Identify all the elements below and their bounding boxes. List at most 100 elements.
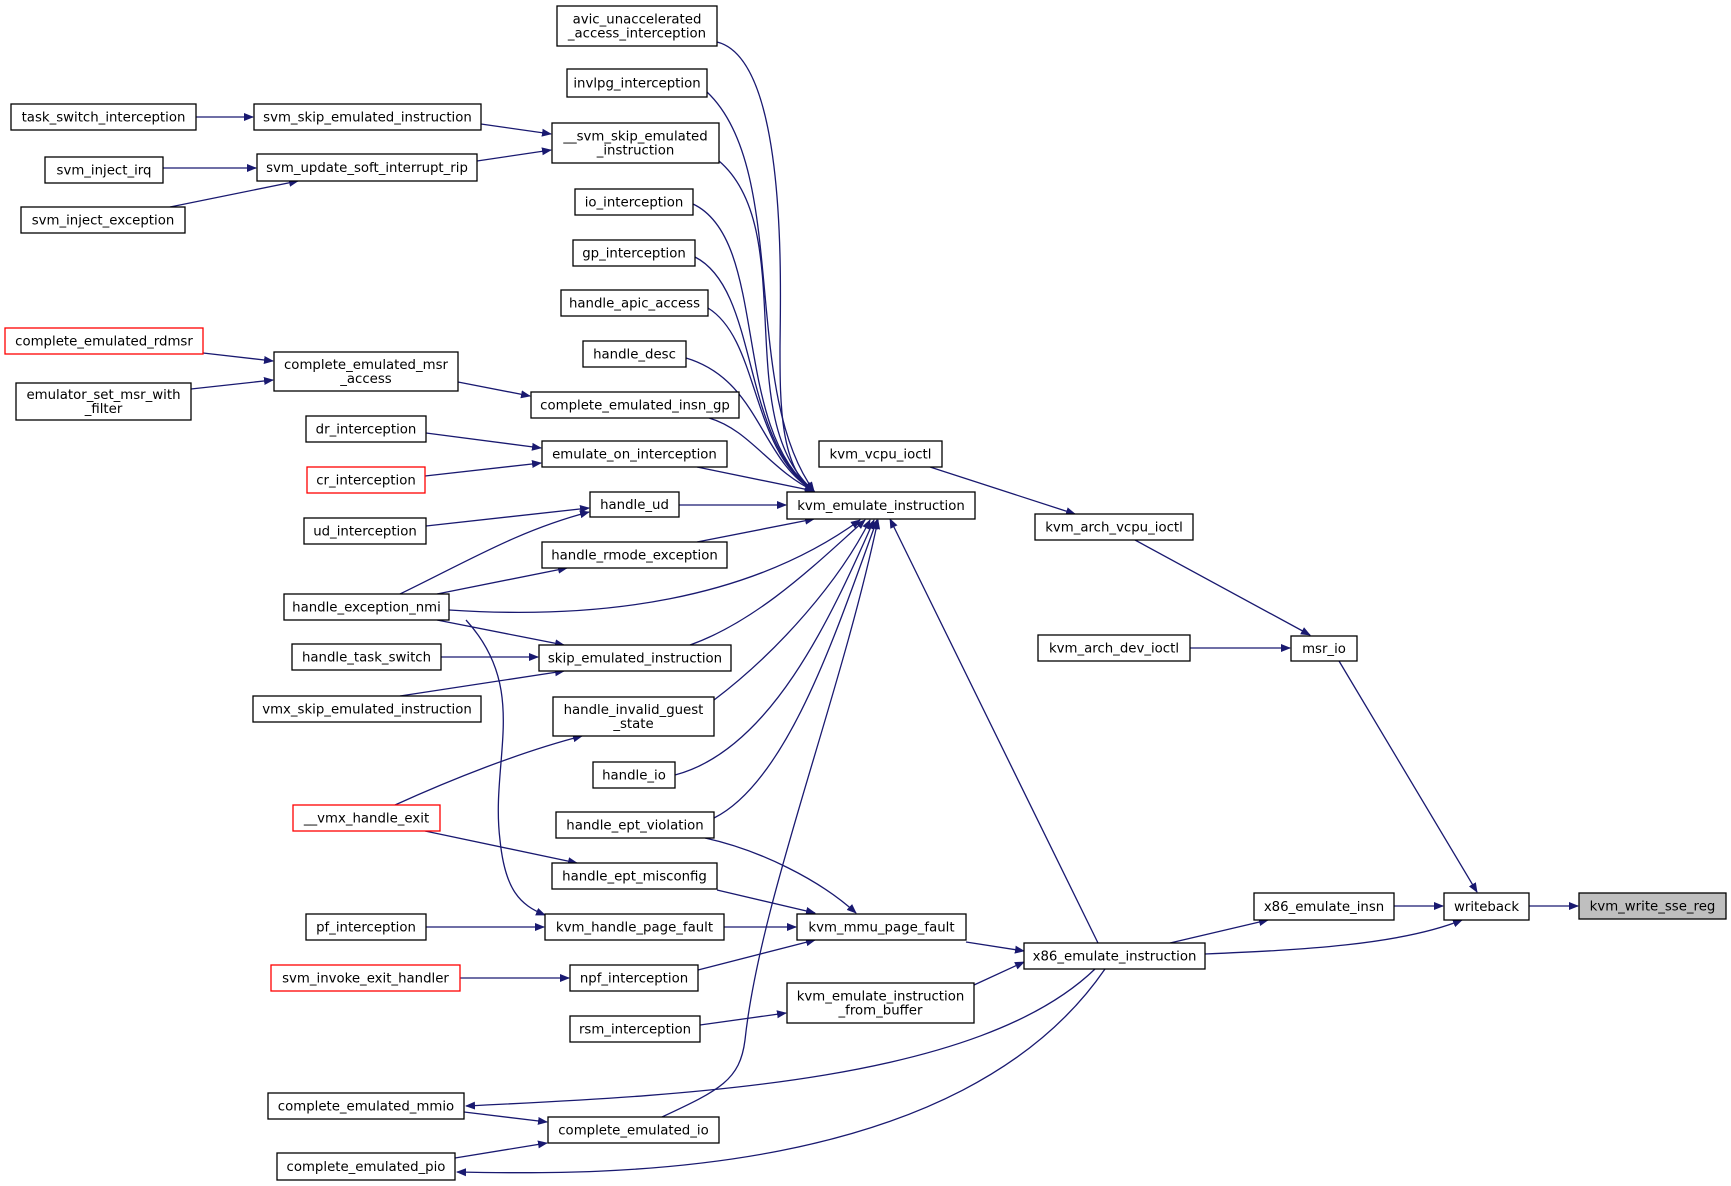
- node-box: [560, 289, 709, 317]
- node-kvm-arch-vcpu-ioctl[interactable]: kvm_arch_vcpu_ioctl: [1034, 513, 1194, 541]
- node-label: handle_task_switch: [302, 651, 431, 666]
- node-x86-emulate-insn[interactable]: x86_emulate_insn: [1253, 892, 1395, 921]
- node-handle-exception-nmi[interactable]: handle_exception_nmi: [283, 593, 450, 621]
- node-svm-inject-exception[interactable]: svm_inject_exception: [20, 206, 186, 234]
- node-label: kvm_arch_vcpu_ioctl: [1045, 521, 1183, 536]
- node-label: ud_interception: [313, 525, 417, 540]
- node-label: gp_interception: [582, 247, 686, 262]
- node-rsm-interception[interactable]: rsm_interception: [569, 1015, 701, 1043]
- node-box: [270, 964, 461, 992]
- node-box: [305, 913, 427, 941]
- node-svm-skip-emulated-instruction[interactable]: svm_skip_emulated_instruction: [253, 103, 482, 131]
- node-label: kvm_emulate_instruction: [797, 990, 965, 1005]
- node-label: _instruction: [596, 144, 675, 159]
- node-handle-io[interactable]: handle_io: [592, 761, 676, 789]
- node-box: [569, 1015, 701, 1043]
- node-vmx-skip-emulated-instruction[interactable]: vmx_skip_emulated_instruction: [252, 695, 482, 723]
- node-label: complete_emulated_io: [558, 1124, 708, 1139]
- node-box: [4, 327, 204, 355]
- node-emulator-set-msr-with-filter[interactable]: emulator_set_msr_with_filter: [15, 382, 192, 421]
- edge-skip_emulated_instruction-to-kvm_emulate_instruction: [689, 519, 866, 646]
- node-complete-emulated-msr-access[interactable]: complete_emulated_msr_access: [273, 351, 459, 392]
- node-box: [44, 156, 164, 184]
- node-box: [305, 415, 427, 443]
- node-box: [566, 68, 708, 98]
- node-label: complete_emulated_rdmsr: [15, 335, 193, 350]
- node-label: handle_apic_access: [569, 297, 700, 312]
- node-cr-interception[interactable]: cr_interception: [306, 466, 426, 494]
- node-label: kvm_vcpu_ioctl: [830, 448, 932, 463]
- node-svm-skip-emulated[interactable]: __svm_skip_emulated_instruction: [551, 122, 720, 164]
- edge-handle_ept_violation-to-kvm_mmu_page_fault: [704, 837, 857, 914]
- node-handle-invalid-guest-state[interactable]: handle_invalid_guest_state: [552, 696, 715, 737]
- edge-complete_emulated_rdmsr-to-complete_emulated_msr_access: [202, 352, 274, 364]
- node-label: handle_ept_violation: [566, 819, 703, 834]
- edge-handle_apic_access-to-kvm_emulate_instruction: [707, 307, 815, 492]
- edge-complete_emulated_mmio-to-complete_emulated_io: [463, 1111, 548, 1125]
- node-handle-ept-misconfig[interactable]: handle_ept_misconfig: [551, 862, 718, 890]
- edge-handle_exception_nmi-to-handle_ud: [399, 510, 590, 595]
- node-handle-task-switch[interactable]: handle_task_switch: [291, 643, 442, 671]
- node-box: [574, 188, 694, 216]
- node-avic-unaccel[interactable]: avic_unaccelerated_access_interception: [556, 5, 718, 47]
- node-handle-desc[interactable]: handle_desc: [582, 340, 687, 368]
- node-handle-apic-access[interactable]: handle_apic_access: [560, 289, 709, 317]
- node-invlpg[interactable]: invlpg_interception: [566, 68, 708, 98]
- node-box: [276, 1152, 456, 1181]
- node-handle-ept-violation[interactable]: handle_ept_violation: [555, 811, 715, 839]
- node-emulate-on-interception[interactable]: emulate_on_interception: [541, 440, 728, 468]
- node-label: kvm_handle_page_fault: [556, 921, 713, 936]
- edge-handle_exception_nmi-to-kvm_emulate_instruction: [448, 519, 861, 614]
- edge-handle_exception_nmi-to-kvm_handle_page_fault: [465, 619, 546, 916]
- call-nodes: avic_unaccelerated_access_interceptionin…: [4, 5, 1727, 1181]
- node-label: handle_invalid_guest: [564, 703, 704, 718]
- node-box: [306, 466, 426, 494]
- node-box: [20, 206, 186, 234]
- node-writeback[interactable]: writeback: [1443, 892, 1530, 921]
- edge-complete_emulated_insn_gp-to-kvm_emulate_instruction: [708, 417, 815, 492]
- node-svm-inject-irq[interactable]: svm_inject_irq: [44, 156, 164, 184]
- node-msr-io[interactable]: msr_io: [1290, 635, 1358, 662]
- node-complete-emulated-insn-gp[interactable]: complete_emulated_insn_gp: [530, 391, 740, 419]
- node-label: vmx_skip_emulated_instruction: [262, 703, 472, 718]
- node-kvm-arch-dev-ioctl[interactable]: kvm_arch_dev_ioctl: [1037, 634, 1191, 662]
- node-io-interception[interactable]: io_interception: [574, 188, 694, 216]
- node-complete-emulated-rdmsr[interactable]: complete_emulated_rdmsr: [4, 327, 204, 355]
- node-x86-emulate-instruction[interactable]: x86_emulate_instruction: [1023, 942, 1206, 970]
- node-handle-rmode-exception[interactable]: handle_rmode_exception: [541, 541, 728, 569]
- node-kvm-mmu-page-fault[interactable]: kvm_mmu_page_fault: [796, 913, 967, 941]
- node-label: svm_inject_irq: [57, 164, 152, 179]
- node-dr-interception[interactable]: dr_interception: [305, 415, 427, 443]
- node-gp-interception[interactable]: gp_interception: [572, 239, 696, 267]
- node-handle-ud[interactable]: handle_ud: [589, 491, 680, 518]
- node-label: handle_rmode_exception: [551, 549, 718, 564]
- node-kvm-handle-page-fault[interactable]: kvm_handle_page_fault: [544, 913, 725, 941]
- node-npf-interception[interactable]: npf_interception: [569, 964, 699, 992]
- node-vmx-handle-exit[interactable]: __vmx_handle_exit: [292, 804, 441, 832]
- node-complete-emulated-io[interactable]: complete_emulated_io: [547, 1116, 720, 1144]
- node-skip-emulated-instruction[interactable]: skip_emulated_instruction: [538, 644, 732, 672]
- node-label: handle_io: [602, 769, 666, 784]
- node-box: [283, 593, 450, 621]
- edge-kvm_vcpu_ioctl-to-kvm_arch_vcpu_ioctl: [929, 466, 1076, 516]
- node-task-switch-interception[interactable]: task_switch_interception: [10, 103, 197, 131]
- node-label: cr_interception: [316, 474, 416, 489]
- node-svm-update-soft-interrupt-rip[interactable]: svm_update_soft_interrupt_rip: [256, 153, 478, 182]
- node-kvm-write-sse-reg[interactable]: kvm_write_sse_reg: [1578, 892, 1727, 920]
- node-label: handle_exception_nmi: [292, 601, 441, 616]
- node-label: svm_skip_emulated_instruction: [263, 111, 472, 126]
- edge-complete_emulated_io-to-kvm_emulate_instruction: [661, 519, 881, 1118]
- node-pf-interception[interactable]: pf_interception: [305, 913, 427, 941]
- node-kvm-emulate-instruction-from-buffer[interactable]: kvm_emulate_instruction_from_buffer: [786, 982, 975, 1024]
- node-label: x86_emulate_instruction: [1033, 950, 1197, 965]
- node-kvm-vcpu-ioctl[interactable]: kvm_vcpu_ioctl: [818, 440, 943, 468]
- node-ud-interception[interactable]: ud_interception: [303, 517, 427, 545]
- node-box: [541, 440, 728, 468]
- node-complete-emulated-pio[interactable]: complete_emulated_pio: [276, 1152, 456, 1181]
- node-label: kvm_mmu_page_fault: [808, 921, 954, 936]
- node-kvm-emulate-instruction[interactable]: kvm_emulate_instruction: [786, 491, 976, 520]
- edge-emulate_on_interception-to-kvm_emulate_instruction: [696, 466, 815, 494]
- node-complete-emulated-mmio[interactable]: complete_emulated_mmio: [267, 1092, 465, 1120]
- node-svm-invoke-exit-handler[interactable]: svm_invoke_exit_handler: [270, 964, 461, 992]
